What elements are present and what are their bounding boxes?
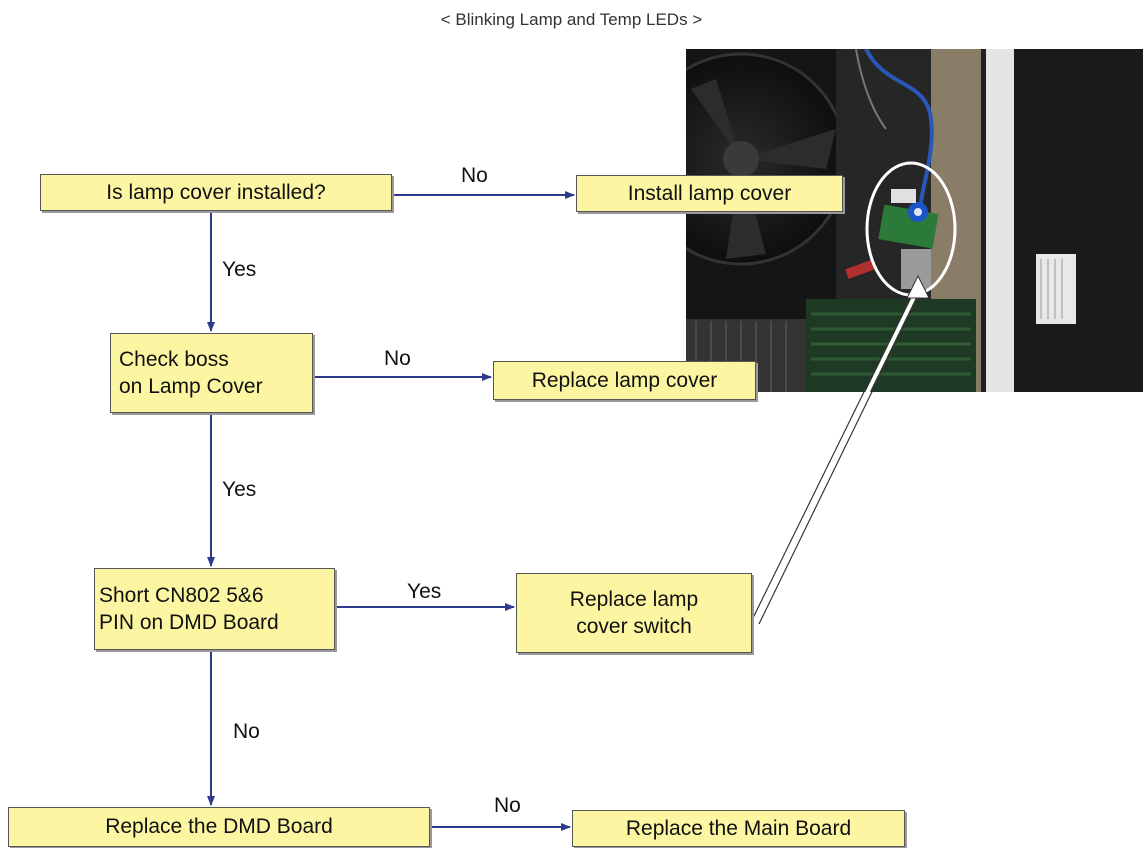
- node-short-cn802: Short CN802 5&6 PIN on DMD Board: [94, 568, 335, 650]
- node-install-lamp-cover: Install lamp cover: [576, 175, 843, 212]
- edge-label-no: No: [233, 720, 260, 743]
- edge-label-no: No: [384, 347, 411, 370]
- lamp-switch-photo: [686, 49, 1143, 392]
- edge-label-yes: Yes: [222, 478, 257, 501]
- node-lamp-cover-installed: Is lamp cover installed?: [40, 174, 392, 211]
- edge-label-yes: Yes: [407, 580, 442, 603]
- node-check-boss: Check boss on Lamp Cover: [110, 333, 313, 413]
- edge-label-yes: Yes: [222, 258, 257, 281]
- callout-arrow: [751, 274, 930, 625]
- node-replace-switch: Replace lamp cover switch: [516, 573, 752, 653]
- edge-label-no: No: [461, 164, 488, 187]
- edge-label-no: No: [494, 794, 521, 817]
- diagram-title: < Blinking Lamp and Temp LEDs >: [440, 10, 703, 29]
- node-replace-dmd: Replace the DMD Board: [8, 807, 430, 847]
- node-replace-main: Replace the Main Board: [572, 810, 905, 847]
- node-replace-lamp-cover: Replace lamp cover: [493, 361, 756, 400]
